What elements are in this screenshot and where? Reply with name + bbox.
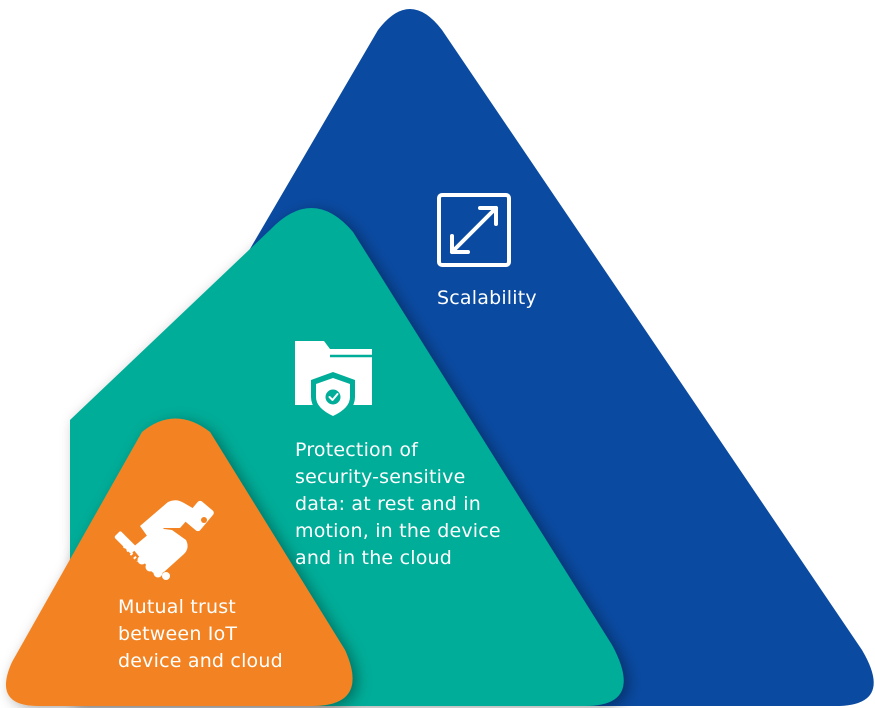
shield-folder-icon bbox=[295, 341, 372, 422]
trust-triangle bbox=[5, 418, 353, 706]
protection-label-line: motion, in the device bbox=[295, 520, 501, 542]
protection-label-line: Protection of bbox=[295, 439, 419, 461]
trust-label: Mutual trust between IoT device and clou… bbox=[118, 594, 283, 675]
scalability-label-line: Scalability bbox=[437, 287, 537, 309]
trust-label-line: Mutual trust bbox=[118, 596, 236, 618]
handshake-icon bbox=[114, 500, 214, 580]
protection-label-line: security-sensitive bbox=[295, 466, 466, 488]
resize-diagonal-arrows-icon bbox=[437, 193, 511, 267]
trust-label-line: device and cloud bbox=[118, 650, 283, 672]
protection-label-line: data: at rest and in bbox=[295, 493, 481, 515]
trust-label-line: between IoT bbox=[118, 623, 238, 645]
protection-label-line: and in the cloud bbox=[295, 547, 453, 569]
scalability-label: Scalability bbox=[437, 285, 537, 312]
protection-label: Protection of security-sensitive data: a… bbox=[295, 437, 501, 572]
